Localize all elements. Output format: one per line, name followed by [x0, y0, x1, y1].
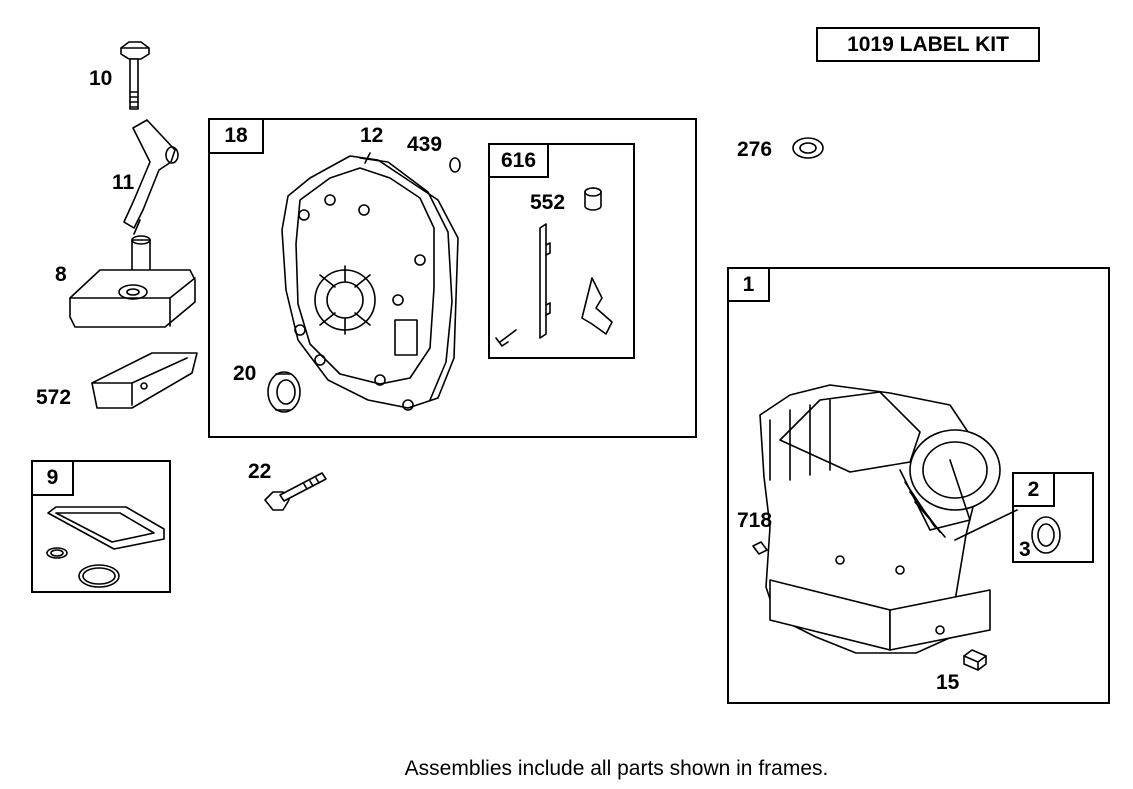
part-718-dowel-pin — [752, 541, 768, 555]
callout-3: 3 — [1019, 538, 1031, 561]
callout-15: 15 — [936, 671, 960, 694]
label-kit-box: 1019 LABEL KIT — [816, 27, 1040, 62]
frame-1-number: 1 — [742, 272, 755, 296]
part-8-breather-cover — [69, 235, 196, 328]
part-22-bolt — [264, 472, 327, 511]
frame-18: 18 — [208, 118, 697, 438]
callout-276: 276 — [737, 138, 773, 161]
part-572-baffle — [91, 352, 198, 409]
frame-9: 9 — [31, 460, 171, 593]
part-15-drain-plug — [963, 649, 987, 671]
callout-8: 8 — [55, 263, 67, 286]
part-11-breather-tube — [123, 119, 179, 235]
frame-2: 2 — [1012, 472, 1094, 563]
frame-1-tag: 1 — [727, 267, 770, 302]
part-18-crankcase-cover — [281, 152, 459, 411]
part-9-gasket-kit — [46, 506, 165, 588]
label-kit-text: 1019 LABEL KIT — [847, 32, 1009, 56]
callout-552: 552 — [530, 191, 566, 214]
part-10-bolt — [120, 41, 150, 110]
part-439-o-ring — [449, 157, 461, 173]
frame-616: 616 — [488, 143, 635, 359]
callout-10: 10 — [89, 67, 113, 90]
frame-1: 1 — [727, 267, 1110, 704]
frame-9-tag: 9 — [31, 460, 74, 496]
callout-439: 439 — [407, 133, 443, 156]
part-276-seal — [792, 137, 824, 159]
callout-22: 22 — [248, 460, 272, 483]
frame-2-number: 2 — [1027, 477, 1040, 501]
frame-616-tag: 616 — [488, 143, 549, 178]
frame-9-number: 9 — [46, 466, 59, 489]
frame-18-number: 18 — [224, 124, 248, 147]
part-1-engine-block — [759, 384, 1018, 654]
callout-12: 12 — [360, 124, 384, 147]
frame-18-tag: 18 — [208, 118, 264, 154]
frame-2-tag: 2 — [1012, 472, 1055, 507]
callout-572: 572 — [36, 386, 72, 409]
part-20-seal — [267, 371, 301, 413]
part-616-governor — [495, 187, 613, 347]
callout-11: 11 — [112, 171, 135, 194]
callout-718: 718 — [737, 509, 773, 532]
assembly-footnote: Assemblies include all parts shown in fr… — [404, 757, 829, 780]
part-3-seal — [1031, 516, 1061, 554]
frame-616-number: 616 — [500, 148, 537, 172]
callout-20: 20 — [233, 362, 257, 385]
